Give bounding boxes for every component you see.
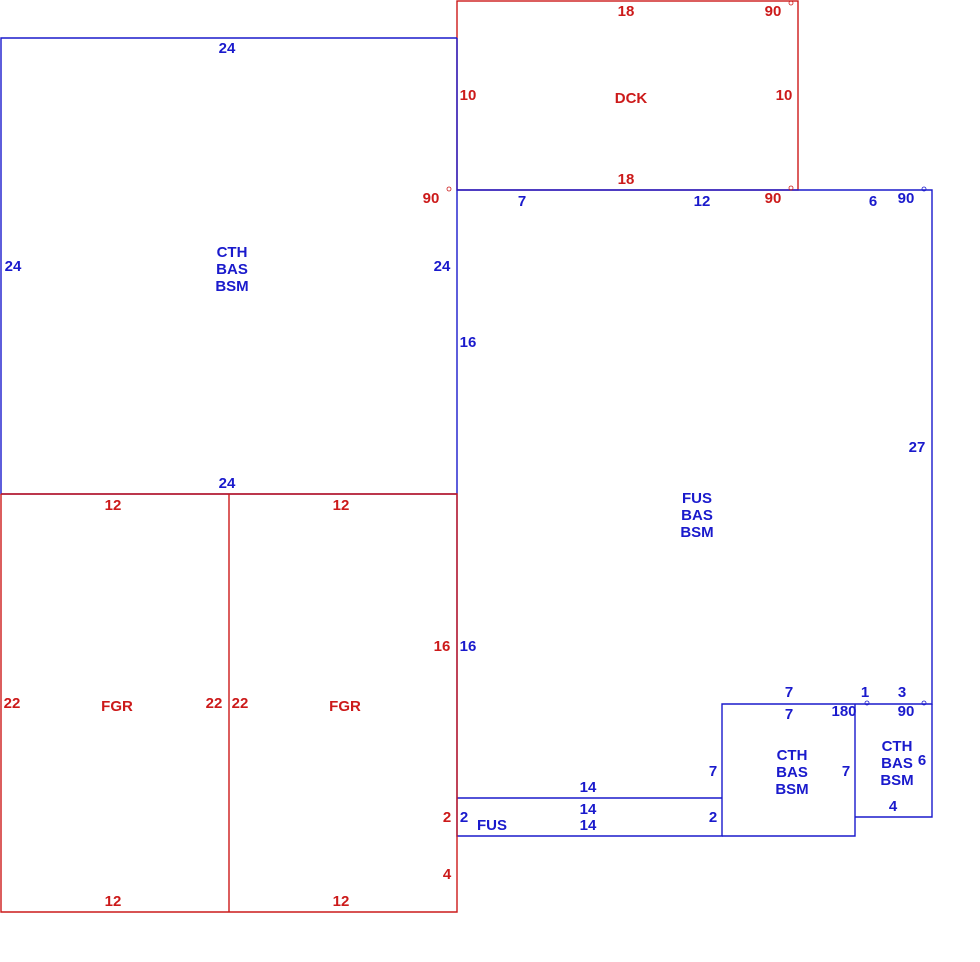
deck-angle-br: 90 [765,190,782,207]
main-code-2: BAS [681,507,713,524]
garage-b-top-dim: 12 [333,497,350,514]
deck-top-dim: 18 [618,3,635,20]
strip-left-dim: 2 [460,809,468,826]
garage-b-code: FGR [329,698,361,715]
angle-marker [921,186,927,192]
bay-corner-outline [855,704,933,818]
angle-marker [921,700,927,706]
bay-corner-angle-right: 90 [898,703,915,720]
wing-angle: 90 [423,190,440,207]
wing-code-1: CTH [217,244,248,261]
garage-a-left-dim: 22 [4,695,21,712]
strip-top-lower-dim: 14 [580,801,597,818]
wing-top-dim: 24 [219,40,236,57]
garage-b-bottom-dim: 12 [333,893,350,910]
bay-small-code-2: BAS [776,764,808,781]
bay-corner-right-dim: 6 [918,752,926,769]
main-angle-tr: 90 [898,190,915,207]
angle-marker [788,0,794,6]
main-code-3: BSM [680,524,713,541]
deck-angle-tr: 90 [765,3,782,20]
deck-left-dim: 10 [460,87,477,104]
bay-corner-top-right: 3 [898,684,906,701]
bay-small-outline [722,704,856,837]
bay-small-code-1: CTH [777,747,808,764]
main-top-left-dim: 7 [518,193,526,210]
wing-left-dim: 24 [5,258,22,275]
garage-a-code: FGR [101,698,133,715]
bay-corner-code-3: BSM [880,772,913,789]
angle-marker [446,186,452,192]
deck-bottom-dim: 18 [618,171,635,188]
main-left-lower-dim: 16 [460,638,477,655]
deck-right-dim: 10 [776,87,793,104]
angle-marker [788,185,794,191]
bay-corner-bottom-dim: 4 [889,798,898,815]
garage-a-right-dim: 22 [206,695,223,712]
main-top-mid-dim: 12 [694,193,711,210]
wing-code-2: BAS [216,261,248,278]
angle-marker [864,700,870,706]
main-left-upper-dim: 16 [460,334,477,351]
bay-corner-top-left: 1 [861,684,869,701]
main-outline [456,38,933,837]
wing-right-dim: 24 [434,258,451,275]
wing-code-3: BSM [215,278,248,295]
garage-b-right-dim: 16 [434,638,451,655]
bay-small-left-dim: 7 [709,763,717,780]
garage-a-bottom-dim: 12 [105,893,122,910]
garage-b-left-dim: 22 [232,695,249,712]
bay-small-top-inner: 7 [785,706,793,723]
bay-corner-angle-left: 180 [831,703,856,720]
main-right-dim: 27 [909,439,926,456]
main-top-right-dim: 6 [869,193,877,210]
strip-code: FUS [477,817,507,834]
strip-bottom-dim: 14 [580,817,597,834]
bay-small-top-outer: 7 [785,684,793,701]
strip-right-dim: 2 [709,809,717,826]
main-code-1: FUS [682,490,712,507]
garage-b-right-lower-a: 2 [443,809,451,826]
bay-small-code-3: BSM [775,781,808,798]
wing-bottom-dim: 24 [219,475,236,492]
bay-corner-code-2: BAS [881,755,913,772]
bay-small-right-dim: 7 [842,763,850,780]
garage-b-right-lower-b: 4 [443,866,452,883]
garage-a-top-dim: 12 [105,497,122,514]
bay-corner-code-1: CTH [882,738,913,755]
strip-top-upper-dim: 14 [580,779,597,796]
deck-code: DCK [615,90,648,107]
garages-outline [0,493,458,913]
